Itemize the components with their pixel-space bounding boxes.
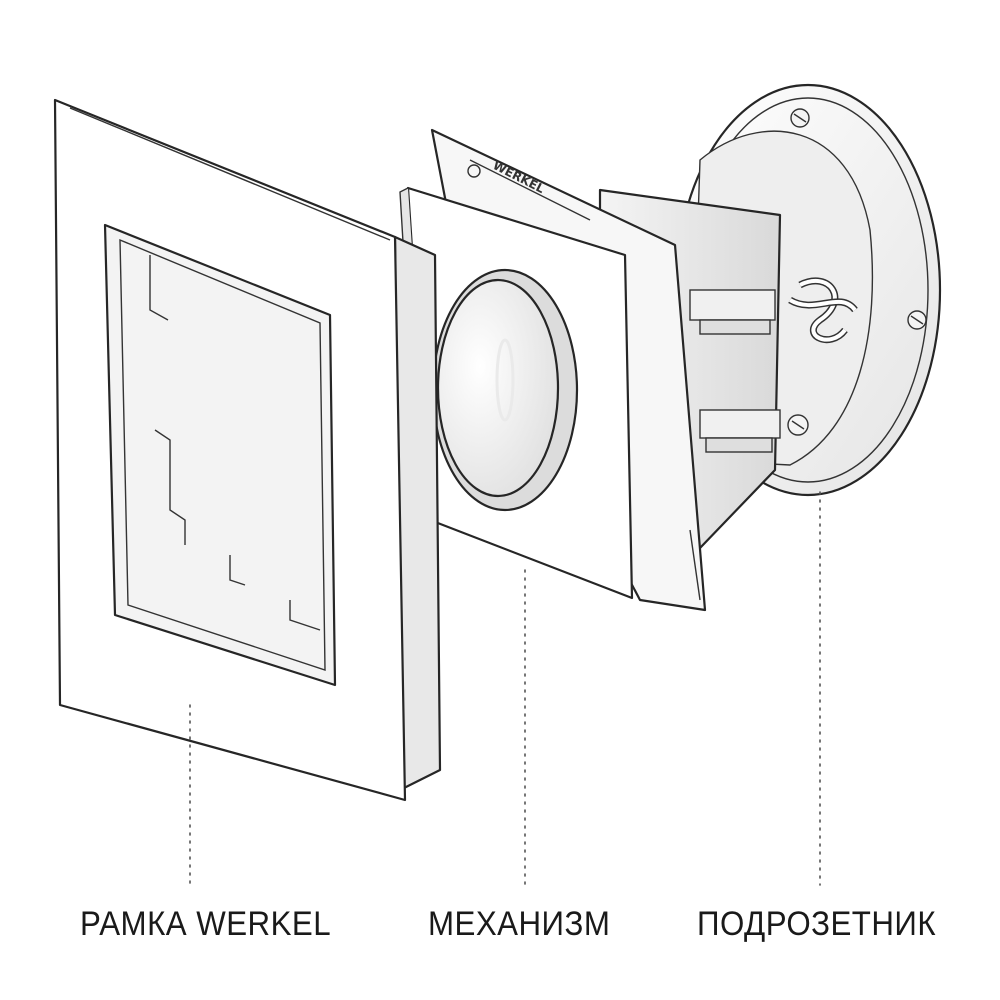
screw-bottom [787, 414, 809, 436]
wires [788, 277, 858, 343]
leader-lines [189, 491, 821, 886]
screw-right [907, 310, 927, 330]
frame-label: РАМКА WERKEL [80, 905, 332, 943]
screw-top [790, 108, 810, 128]
frame [53, 98, 442, 802]
brand-logo-icon [467, 164, 481, 178]
mounting-clamp-top [689, 289, 776, 335]
mounting-box-label: ПОДРОЗЕТНИК [697, 905, 937, 943]
mounting-clamp-bottom [699, 409, 781, 453]
frame-opening [103, 223, 337, 687]
mechanism: WERKEL [399, 128, 782, 612]
mechanism-label: МЕХАНИЗМ [428, 905, 611, 943]
